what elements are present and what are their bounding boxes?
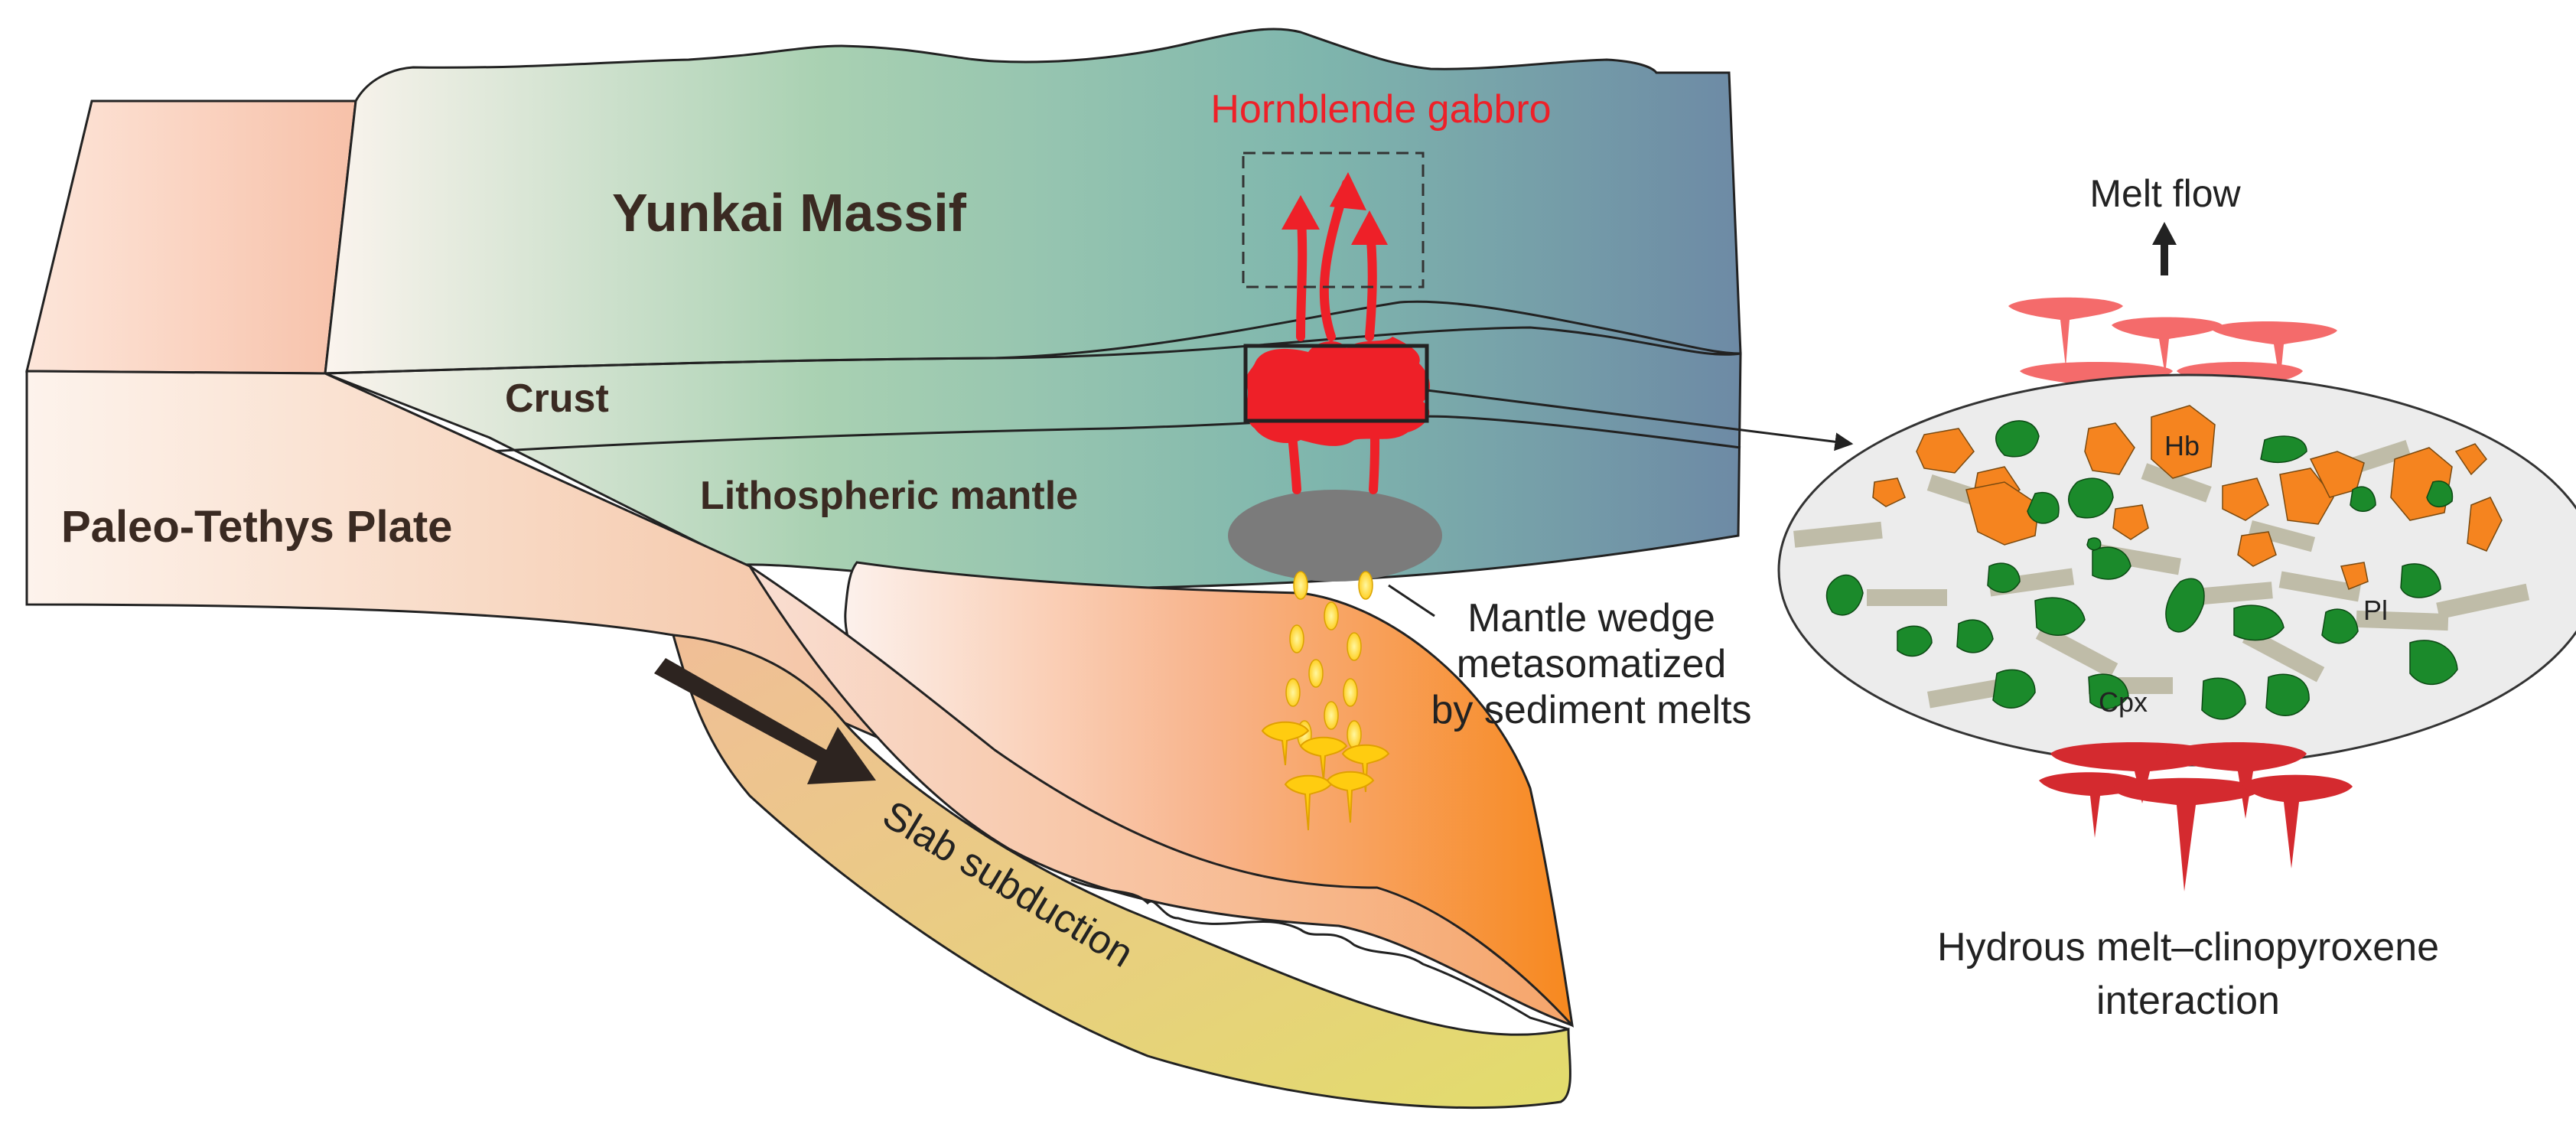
left-block-face xyxy=(25,99,357,375)
mantle-wedge-label-line2: metasomatized xyxy=(1457,642,1727,686)
yunkai-massif-label: Yunkai Massif xyxy=(612,183,967,243)
lower-melt-diapirs xyxy=(2039,742,2353,891)
yunkai-massif-top xyxy=(324,28,1742,375)
slab-lower-boundary xyxy=(1070,878,1569,1031)
hornblende-crystals xyxy=(1872,405,2503,590)
crust-label: Crust xyxy=(505,376,609,421)
melt-arrowheads xyxy=(1281,172,1388,245)
melt-flow-label: Melt flow xyxy=(2089,172,2241,215)
inset-connector-line xyxy=(1426,389,1854,451)
interaction-label-line2: interaction xyxy=(2096,979,2280,1023)
mantle-wedge-pointer xyxy=(1388,584,1435,618)
interaction-zone-box xyxy=(1243,344,1429,423)
metasomatized-mantle-wedge xyxy=(1228,490,1442,582)
paleo-tethys-plate-label: Paleo-Tethys Plate xyxy=(61,502,452,552)
slab-melt-diapirs xyxy=(1261,721,1390,831)
clinopyroxene-crystals xyxy=(1825,420,2458,720)
mineral-cpx-label: Cpx xyxy=(2099,686,2148,718)
slab-upper-layer xyxy=(748,565,1574,1027)
subduction-arrow xyxy=(654,658,876,784)
hornblende-gabbro-label: Hornblende gabbro xyxy=(1210,87,1551,132)
mantle-wedge-label-line1: Mantle wedge xyxy=(1467,596,1715,640)
mineral-hb-label: Hb xyxy=(2164,430,2200,461)
crustal-melt-body xyxy=(1246,337,1431,446)
mineral-pl-label: Pl xyxy=(2363,595,2388,626)
mantle-wedge-label-line3: by sediment melts xyxy=(1431,688,1751,732)
melt-flow-arrow-icon xyxy=(2152,222,2177,275)
moho-boundary xyxy=(489,415,1741,453)
hornblende-gabbro-dashed-box xyxy=(1242,152,1425,288)
sediment-melt-droplets xyxy=(1285,571,1373,749)
subducting-slab xyxy=(671,634,1571,1109)
lithospheric-mantle-label: Lithospheric mantle xyxy=(700,474,1078,518)
interaction-label-line1: Hydrous melt–clinopyroxene xyxy=(1937,925,2439,969)
crust-top-boundary xyxy=(324,300,1741,375)
